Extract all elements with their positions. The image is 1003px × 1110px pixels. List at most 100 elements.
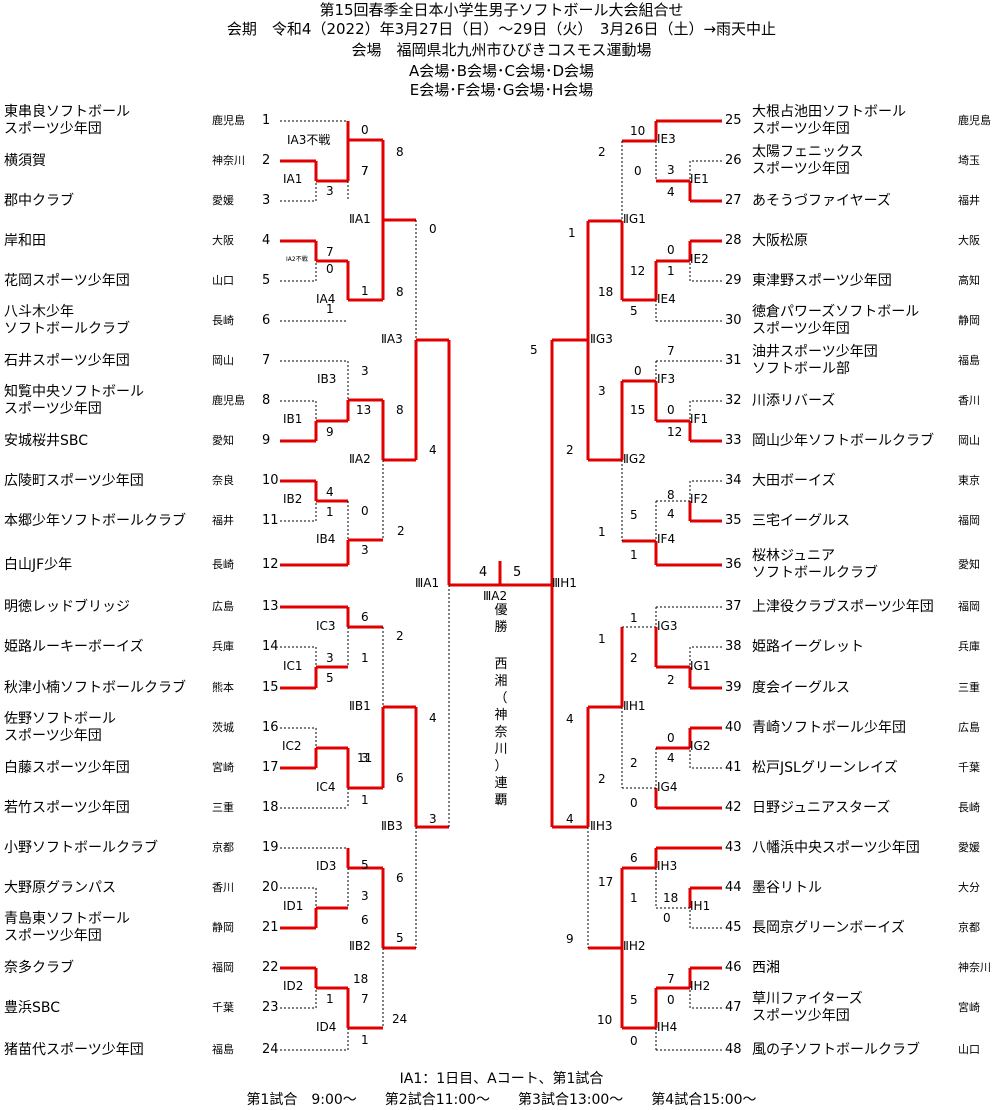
- match-score: 0: [361, 123, 369, 137]
- team-prefecture: 宮崎: [212, 761, 234, 774]
- team-name: 長岡京グリーンボーイズ: [752, 920, 905, 936]
- team-prefecture: 長崎: [958, 801, 980, 814]
- team-name: 奈多クラブ: [4, 960, 74, 976]
- team-prefecture: 長崎: [212, 558, 234, 571]
- match-label: ⅠF2: [690, 492, 709, 506]
- team-seed: 27: [725, 193, 742, 208]
- team-seed: 2: [262, 153, 271, 168]
- team-name: 油井スポーツ少年団 ソフトボール部: [752, 344, 878, 377]
- match-score: 6: [361, 913, 369, 927]
- match-score: 2: [598, 772, 606, 786]
- team-seed: 6: [262, 313, 271, 328]
- team-seed: 13: [262, 599, 279, 614]
- match-score: 13: [356, 403, 372, 417]
- match-label: ⅠG3: [657, 619, 678, 633]
- final-result-char: （: [494, 691, 508, 706]
- team-prefecture: 香川: [958, 394, 980, 407]
- team-prefecture: 福井: [958, 194, 980, 207]
- match-score: 0: [630, 1034, 638, 1048]
- match-score: 2: [598, 145, 606, 159]
- team-seed: 8: [262, 393, 271, 408]
- match-score: 15: [630, 403, 646, 417]
- match-label: ⅠA3不戦: [287, 133, 331, 147]
- match-label: ⅠC1: [283, 659, 303, 673]
- match-label: ⅠF3: [657, 372, 676, 386]
- match-score: 6: [630, 851, 638, 865]
- match-score: 3: [429, 812, 437, 826]
- match-label: ⅢA2: [483, 589, 508, 603]
- match-label: ⅠC3: [316, 619, 336, 633]
- team-prefecture: 東京: [958, 474, 980, 487]
- team-name: 姫路ルーキーボーイズ: [4, 639, 144, 655]
- match-score: 5: [361, 858, 369, 872]
- final-result-char: 覇: [494, 793, 508, 808]
- team-seed: 5: [262, 273, 271, 288]
- match-label: ⅠH3: [657, 859, 678, 873]
- match-score: 8: [396, 285, 404, 299]
- team-name: 青島東ソフトボール スポーツ少年団: [4, 911, 130, 944]
- team-name: 本郷少年ソフトボールクラブ: [4, 513, 186, 529]
- final-score-left: 4: [479, 565, 488, 580]
- team-seed: 16: [262, 720, 279, 735]
- team-prefecture: 広島: [212, 600, 234, 613]
- match-score: 18: [663, 891, 679, 905]
- team-seed: 43: [725, 840, 742, 855]
- team-prefecture: 鹿児島: [212, 114, 245, 127]
- match-score: 10: [630, 124, 646, 138]
- match-label: ⅠA2不戦: [286, 256, 308, 263]
- match-label: ⅡH2: [623, 939, 646, 953]
- match-score: 3: [598, 384, 606, 398]
- team-prefecture: 静岡: [958, 314, 980, 327]
- match-label: ⅡH3: [590, 819, 613, 833]
- match-score: 4: [667, 751, 675, 765]
- match-score: 11: [357, 751, 373, 765]
- match-label: ⅠD1: [283, 899, 304, 913]
- team-prefecture: 神奈川: [212, 154, 245, 167]
- team-prefecture: 大阪: [212, 234, 234, 247]
- match-label: ⅠG2: [690, 739, 711, 753]
- team-name: 石井スポーツ少年団: [4, 353, 130, 369]
- team-name: 白山JF少年: [4, 557, 73, 573]
- team-prefecture: 愛知: [958, 558, 980, 571]
- team-seed: 7: [262, 353, 271, 368]
- team-prefecture: 大阪: [958, 234, 980, 247]
- match-score: 0: [667, 731, 675, 745]
- team-seed: 48: [725, 1042, 742, 1057]
- courts-line-2: E会場･F会場･G会場･H会場: [409, 81, 594, 99]
- team-seed: 28: [725, 233, 742, 248]
- match-score: 3: [326, 651, 334, 665]
- team-name: 郡中クラブ: [4, 193, 74, 209]
- match-label: ⅠA4: [316, 292, 336, 306]
- match-label: ⅡG2: [623, 452, 646, 466]
- match-score: 10: [597, 1013, 613, 1027]
- match-label: ⅠG1: [690, 659, 711, 673]
- team-prefecture: 千葉: [212, 1001, 234, 1014]
- final-result-char: 勝: [494, 620, 508, 635]
- team-prefecture: 高知: [958, 274, 980, 287]
- team-prefecture: 奈良: [212, 474, 234, 487]
- team-prefecture: 京都: [212, 841, 234, 854]
- team-name: 大野原グランパス: [4, 880, 116, 896]
- match-score: 3: [361, 543, 369, 557]
- team-prefecture: 香川: [212, 881, 234, 894]
- match-score: 5: [630, 508, 638, 522]
- team-seed: 30: [725, 313, 742, 328]
- team-name: 日野ジュニアスターズ: [752, 800, 891, 816]
- match-score: 18: [353, 972, 369, 986]
- match-score: 3: [361, 364, 369, 378]
- match-score: 1: [630, 548, 638, 562]
- team-seed: 21: [262, 920, 279, 935]
- team-name: 西湘: [752, 960, 780, 976]
- match-score: 1: [630, 891, 638, 905]
- match-score: 4: [429, 443, 437, 457]
- team-prefecture: 静岡: [212, 921, 234, 934]
- match-score: 0: [667, 993, 675, 1007]
- team-name: 若竹スポーツ少年団: [4, 800, 130, 816]
- team-name: 明徳レッドブリッジ: [4, 599, 130, 615]
- match-score: 5: [530, 343, 538, 357]
- team-prefecture: 愛媛: [212, 194, 234, 207]
- match-label: ⅠE4: [657, 292, 676, 306]
- match-score: 1: [326, 505, 334, 519]
- match-score: 3: [326, 184, 334, 198]
